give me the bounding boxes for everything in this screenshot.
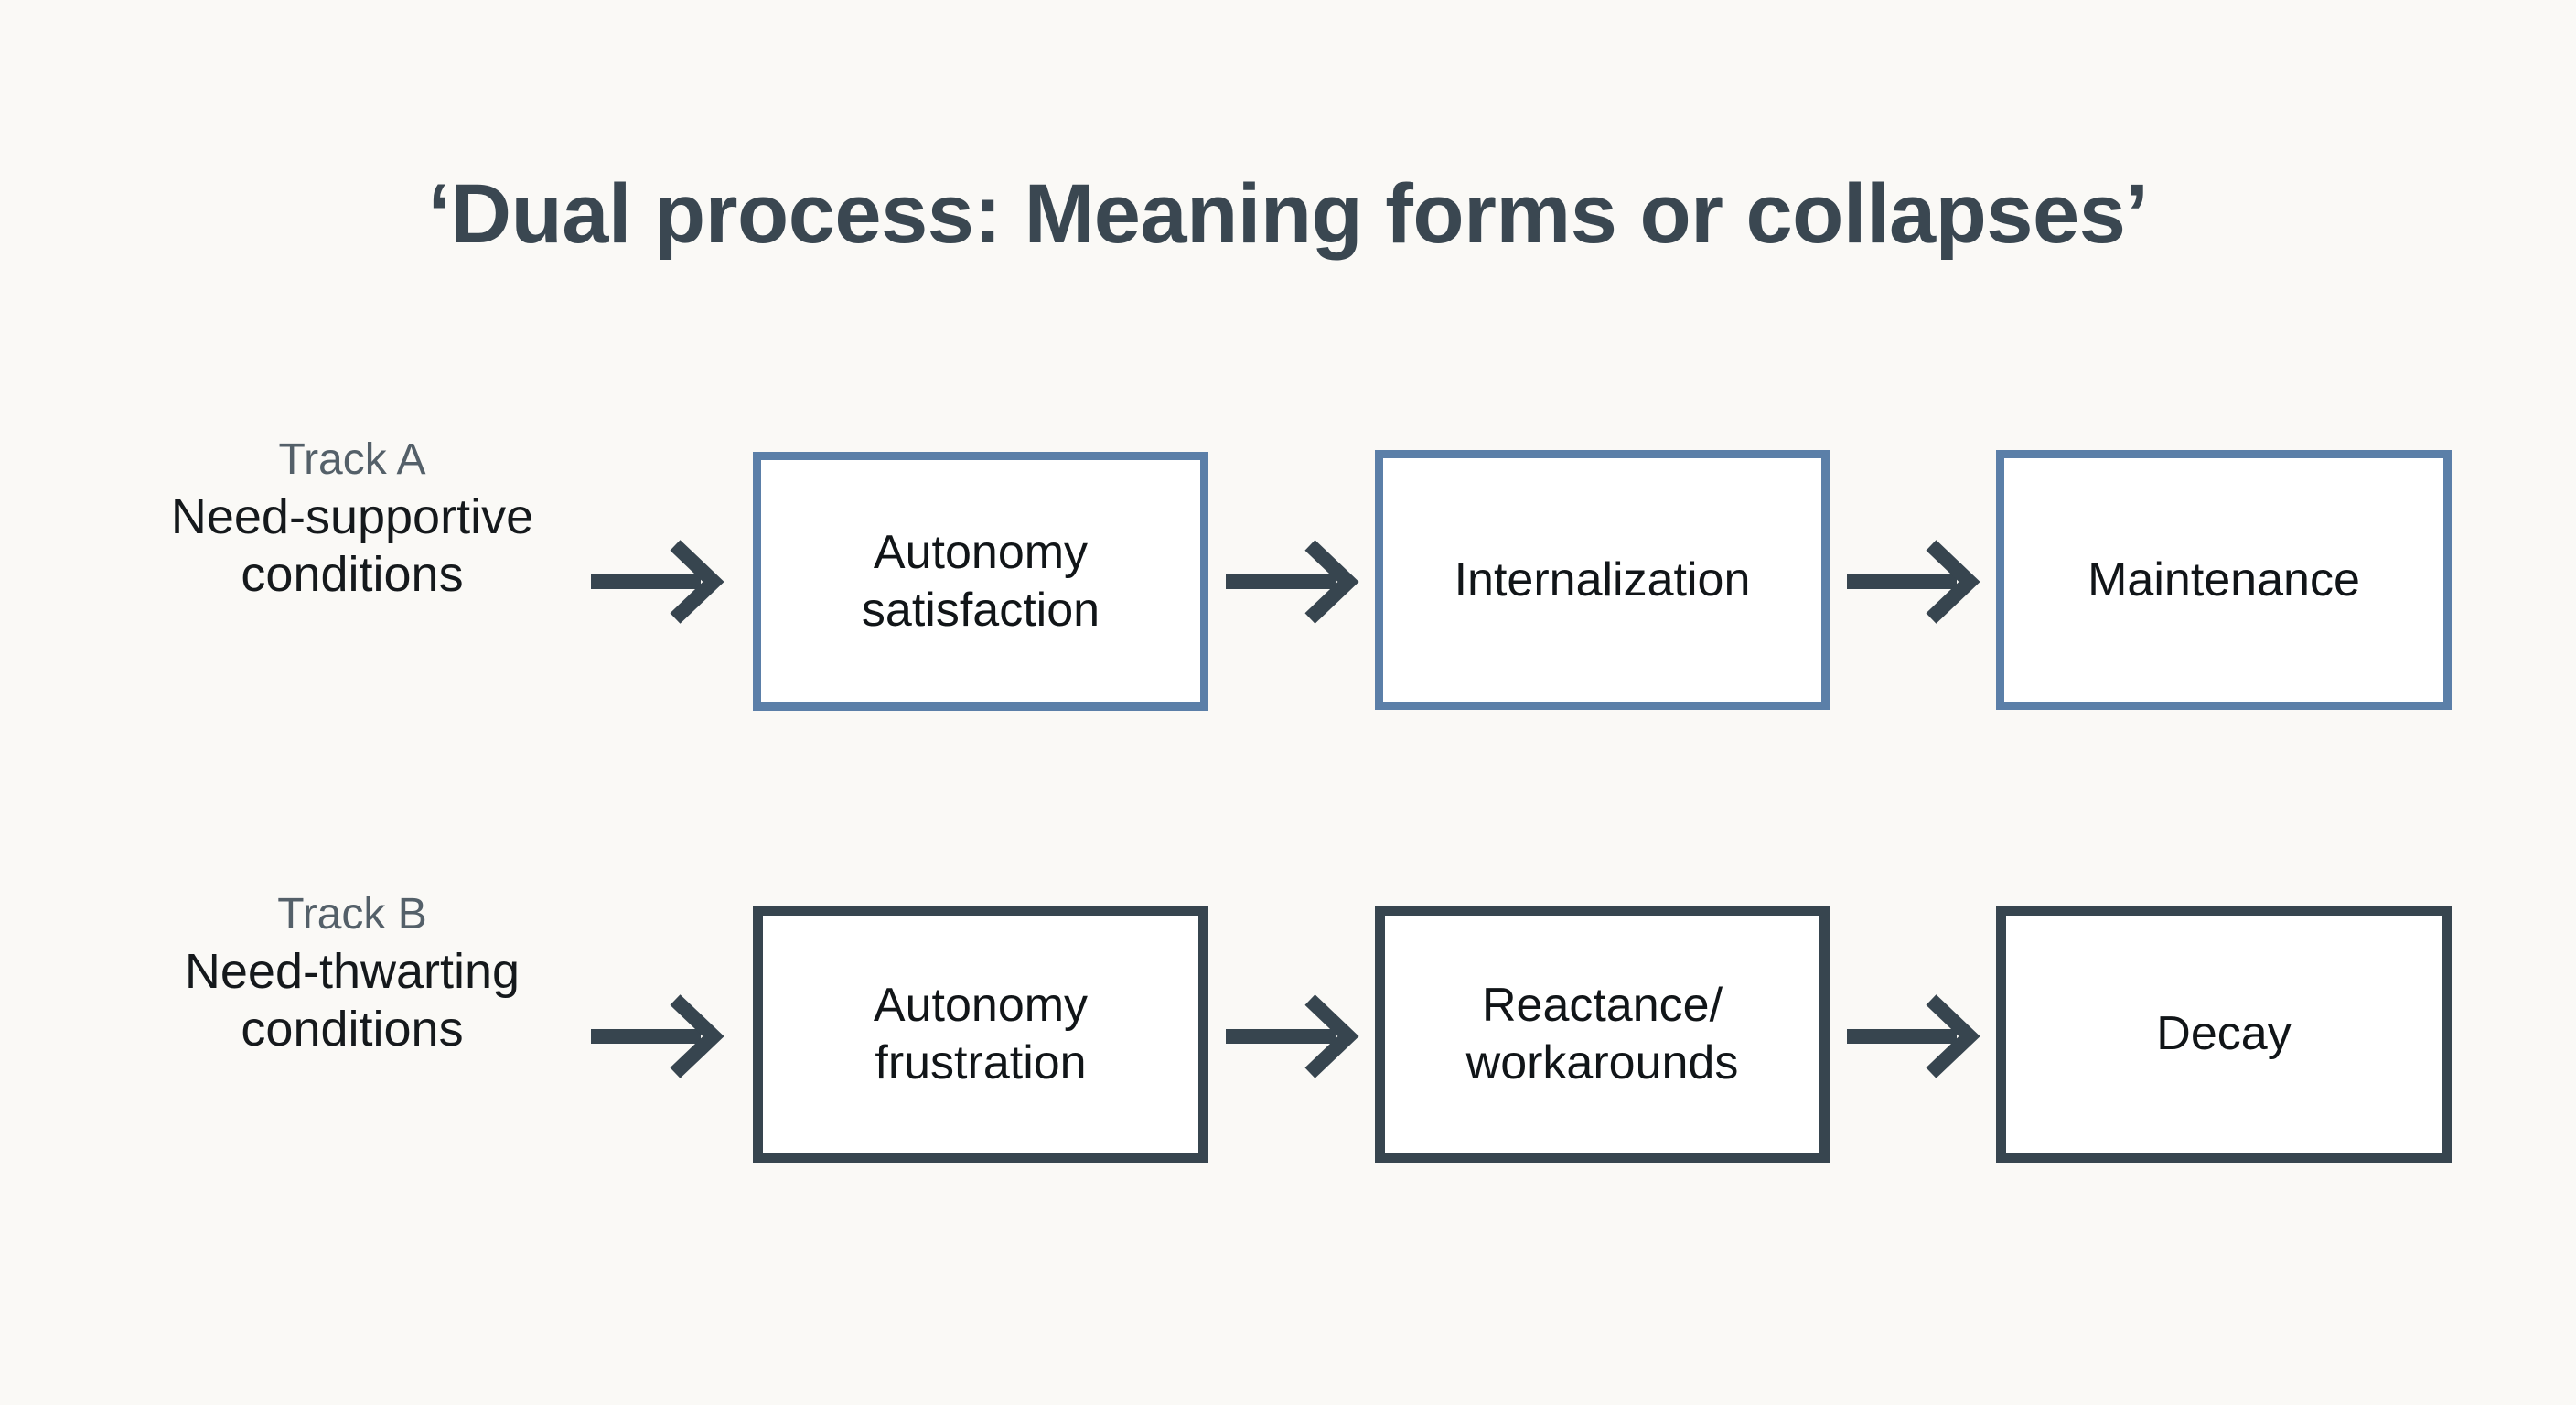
track-b-condition-line2: conditions <box>241 1002 464 1057</box>
arrow-right-icon-a0 <box>585 531 741 632</box>
page-title: ‘Dual process: Meaning forms or collapse… <box>427 167 2149 261</box>
node-label-line2: frustration <box>875 1035 1087 1089</box>
node-internalization[interactable]: Internalization <box>1375 450 1830 710</box>
node-label: Internalization <box>1454 552 1751 606</box>
node-label-line2: workarounds <box>1465 1035 1739 1089</box>
node-label-line1: Autonomy <box>873 526 1089 580</box>
arrow-right-icon-a1 <box>1220 531 1376 632</box>
track-a-row: Track A Need-supportive conditions Auton… <box>0 435 2576 718</box>
node-label-line1: Autonomy <box>873 979 1089 1033</box>
node-label: Autonomy frustration <box>874 977 1088 1091</box>
node-maintenance[interactable]: Maintenance <box>1996 450 2452 710</box>
node-label-line2: satisfaction <box>861 583 1100 637</box>
track-b-condition-line1: Need-thwarting <box>184 943 521 999</box>
node-label-line1: Reactance/ <box>1481 979 1723 1033</box>
track-b-row: Track B Need-thwarting conditions Autono… <box>0 890 2576 1173</box>
node-label: Autonomy satisfaction <box>862 524 1100 638</box>
track-b-label: Track B Need-thwarting conditions <box>73 889 631 1059</box>
arrow-right-icon-b0 <box>585 986 741 1087</box>
node-autonomy-frustration[interactable]: Autonomy frustration <box>753 906 1208 1163</box>
arrow-right-icon-b1 <box>1220 986 1376 1087</box>
track-a-name: Track A <box>278 435 426 484</box>
node-reactance-workarounds[interactable]: Reactance/ workarounds <box>1375 906 1830 1163</box>
track-a-label: Track A Need-supportive conditions <box>73 434 631 605</box>
arrow-right-icon-a2 <box>1841 531 1997 632</box>
node-label: Maintenance <box>2088 552 2360 606</box>
track-a-condition-line1: Need-supportive <box>170 488 534 544</box>
track-b-name: Track B <box>277 890 427 938</box>
node-label: Reactance/ workarounds <box>1466 977 1739 1091</box>
node-autonomy-satisfaction[interactable]: Autonomy satisfaction <box>753 452 1208 711</box>
arrow-right-icon-b2 <box>1841 986 1997 1087</box>
track-a-condition-line2: conditions <box>241 547 464 603</box>
node-decay[interactable]: Decay <box>1996 906 2452 1163</box>
node-label: Decay <box>2156 1007 2292 1061</box>
